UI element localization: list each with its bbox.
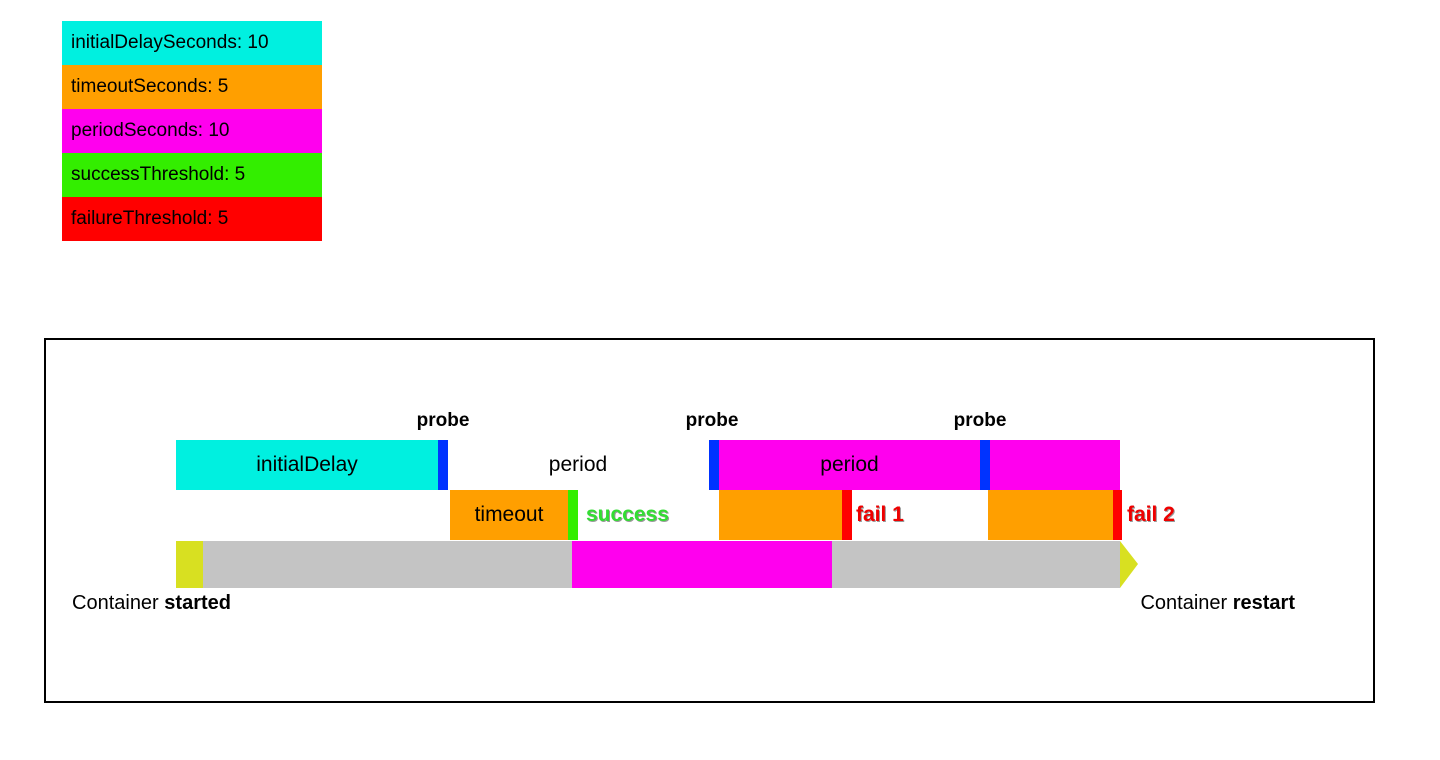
legend-item: timeoutSeconds: 5 (62, 65, 322, 109)
caption-emphasis: restart (1232, 592, 1295, 614)
timeout-bar-3 (988, 490, 1113, 540)
caption-emphasis: started (164, 592, 231, 614)
segment-label: period (820, 453, 879, 476)
period-bar-2 (990, 440, 1120, 490)
probe-marker-1 (438, 440, 448, 490)
success-text: success (586, 503, 669, 526)
probe-label: probe (953, 410, 1007, 431)
legend-item: periodSeconds: 10 (62, 109, 322, 153)
container-restart-caption: Container restart (1140, 592, 1295, 615)
caption-prefix: Container (1140, 592, 1233, 614)
probe-marker-2 (709, 440, 719, 490)
probe-label: probe (416, 410, 470, 431)
caption-prefix: Container (72, 592, 165, 614)
legend-item: failureThreshold: 5 (62, 197, 322, 241)
period-bar-1: period (719, 440, 980, 490)
legend-item: successThreshold: 5 (62, 153, 322, 197)
legend-item: initialDelaySeconds: 10 (62, 21, 322, 65)
fail-1-text: fail 1 (856, 503, 904, 526)
timeout-bar-2 (719, 490, 842, 540)
fail-marker-2 (1113, 490, 1122, 540)
probe-marker-3 (980, 440, 990, 490)
fail-marker-1 (842, 490, 852, 540)
fail-2-text: fail 2 (1127, 503, 1175, 526)
timeout-bar-1: timeout (450, 490, 568, 540)
initial-delay-bar: initialDelay (176, 440, 438, 490)
running-bar-1 (203, 541, 572, 588)
period-running-bar (572, 541, 832, 588)
segment-label: initialDelay (256, 453, 358, 476)
container-start-marker (176, 541, 203, 588)
success-marker (568, 490, 578, 540)
container-started-caption: Container started (72, 592, 231, 615)
probe-label: probe (685, 410, 739, 431)
timeline-diagram-frame: probe probe probe initialDelay period perio… (44, 338, 1375, 703)
restart-arrow-icon (1120, 541, 1138, 588)
segment-label: timeout (474, 503, 544, 526)
period-text: period (548, 453, 608, 476)
running-bar-2 (832, 541, 1120, 588)
